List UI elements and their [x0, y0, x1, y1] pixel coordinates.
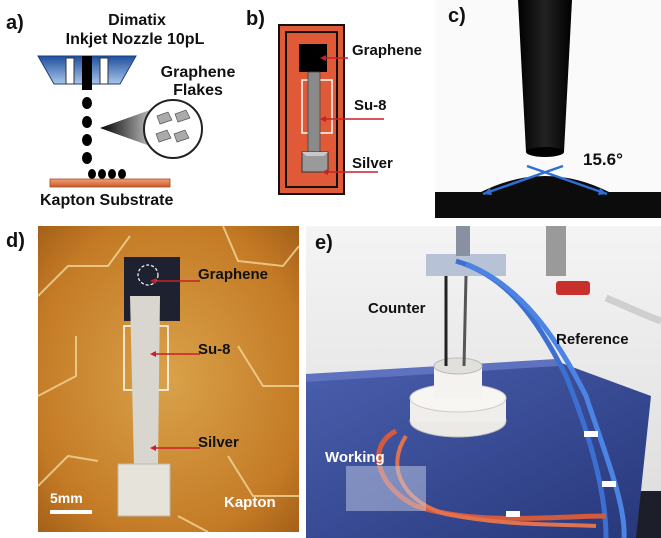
substrate-surface — [435, 176, 661, 218]
reference-clip — [546, 226, 566, 276]
silver-trace — [307, 71, 321, 153]
substrate-label: Kapton Substrate — [40, 192, 174, 209]
white-sleeve — [602, 481, 616, 487]
flakes-label-line1: Graphene — [160, 64, 236, 81]
contact-angle-value: 15.6° — [583, 150, 623, 169]
photo-label-su8: Su-8 — [198, 341, 231, 358]
flakes-label-line2: Flakes — [173, 82, 223, 99]
working-electrode-rod — [462, 275, 468, 367]
panel-b-label: b) — [246, 8, 265, 30]
clamp-post — [456, 226, 470, 256]
droplet — [82, 97, 92, 109]
layer-label-su8: Su-8 — [354, 97, 387, 114]
white-sleeve — [506, 511, 520, 517]
electrode-label-counter: Counter — [368, 300, 426, 317]
needle-tip — [526, 147, 564, 157]
panel-c-label: c) — [448, 5, 466, 27]
tangent-right — [526, 164, 608, 196]
device-photo-image — [38, 226, 299, 532]
droplet — [82, 116, 92, 128]
panel-a-label: a) — [6, 12, 24, 34]
plate-edge — [306, 359, 558, 382]
kapton-inner — [285, 31, 338, 188]
electrode-label-working: Working — [325, 449, 385, 466]
panel-e-label: e) — [315, 232, 333, 254]
white-sleeve — [584, 431, 598, 437]
device-photo — [38, 226, 299, 532]
scale-bar — [50, 510, 92, 514]
deposited-droplet — [88, 169, 96, 179]
graphene-flake-icons — [155, 109, 191, 143]
deposited-droplet — [118, 169, 126, 179]
layer-label-silver: Silver — [352, 155, 393, 172]
plastic-bag — [346, 466, 426, 511]
photo-label-graphene: Graphene — [198, 266, 269, 283]
contact-angle-photo — [435, 0, 661, 218]
graphene-circle — [137, 264, 159, 286]
silver-pad-bevel — [302, 152, 328, 156]
photo-label-kapton: Kapton — [224, 494, 276, 511]
scale-bar-label: 5mm — [50, 490, 83, 506]
dispensing-needle — [518, 0, 572, 152]
nozzle-title-line2: Inkjet Nozzle 10pL — [65, 31, 205, 48]
layer-label-graphene: Graphene — [352, 42, 423, 59]
kapton-substrate — [49, 178, 171, 188]
grey-cable — [604, 294, 661, 325]
photo-label-silver: Silver — [198, 434, 239, 451]
droplet — [82, 152, 92, 164]
electrochemical-setup-photo — [306, 226, 661, 538]
honeycomb-lines — [38, 226, 299, 532]
magnification-cone — [100, 110, 150, 146]
silver-trace-photo — [130, 296, 160, 466]
red-connector — [556, 281, 590, 295]
electrode-label-reference: Reference — [556, 331, 629, 348]
contact-angle-image — [435, 0, 661, 218]
deposited-droplet — [98, 169, 106, 179]
blue-cable-2 — [465, 261, 627, 538]
nozzle-ink-channel — [82, 56, 92, 90]
nozzle-right-channel — [99, 57, 109, 85]
silver-contact-pad — [117, 463, 171, 517]
setup-photo-image — [306, 226, 661, 538]
deposited-droplet — [108, 169, 116, 179]
cell-opening — [433, 357, 483, 375]
nozzle-title-line1: Dimatix — [108, 12, 166, 29]
droplet — [82, 134, 92, 146]
nozzle-left-channel — [65, 57, 75, 85]
tangent-left — [482, 164, 564, 196]
panel-d-label: d) — [6, 230, 25, 252]
